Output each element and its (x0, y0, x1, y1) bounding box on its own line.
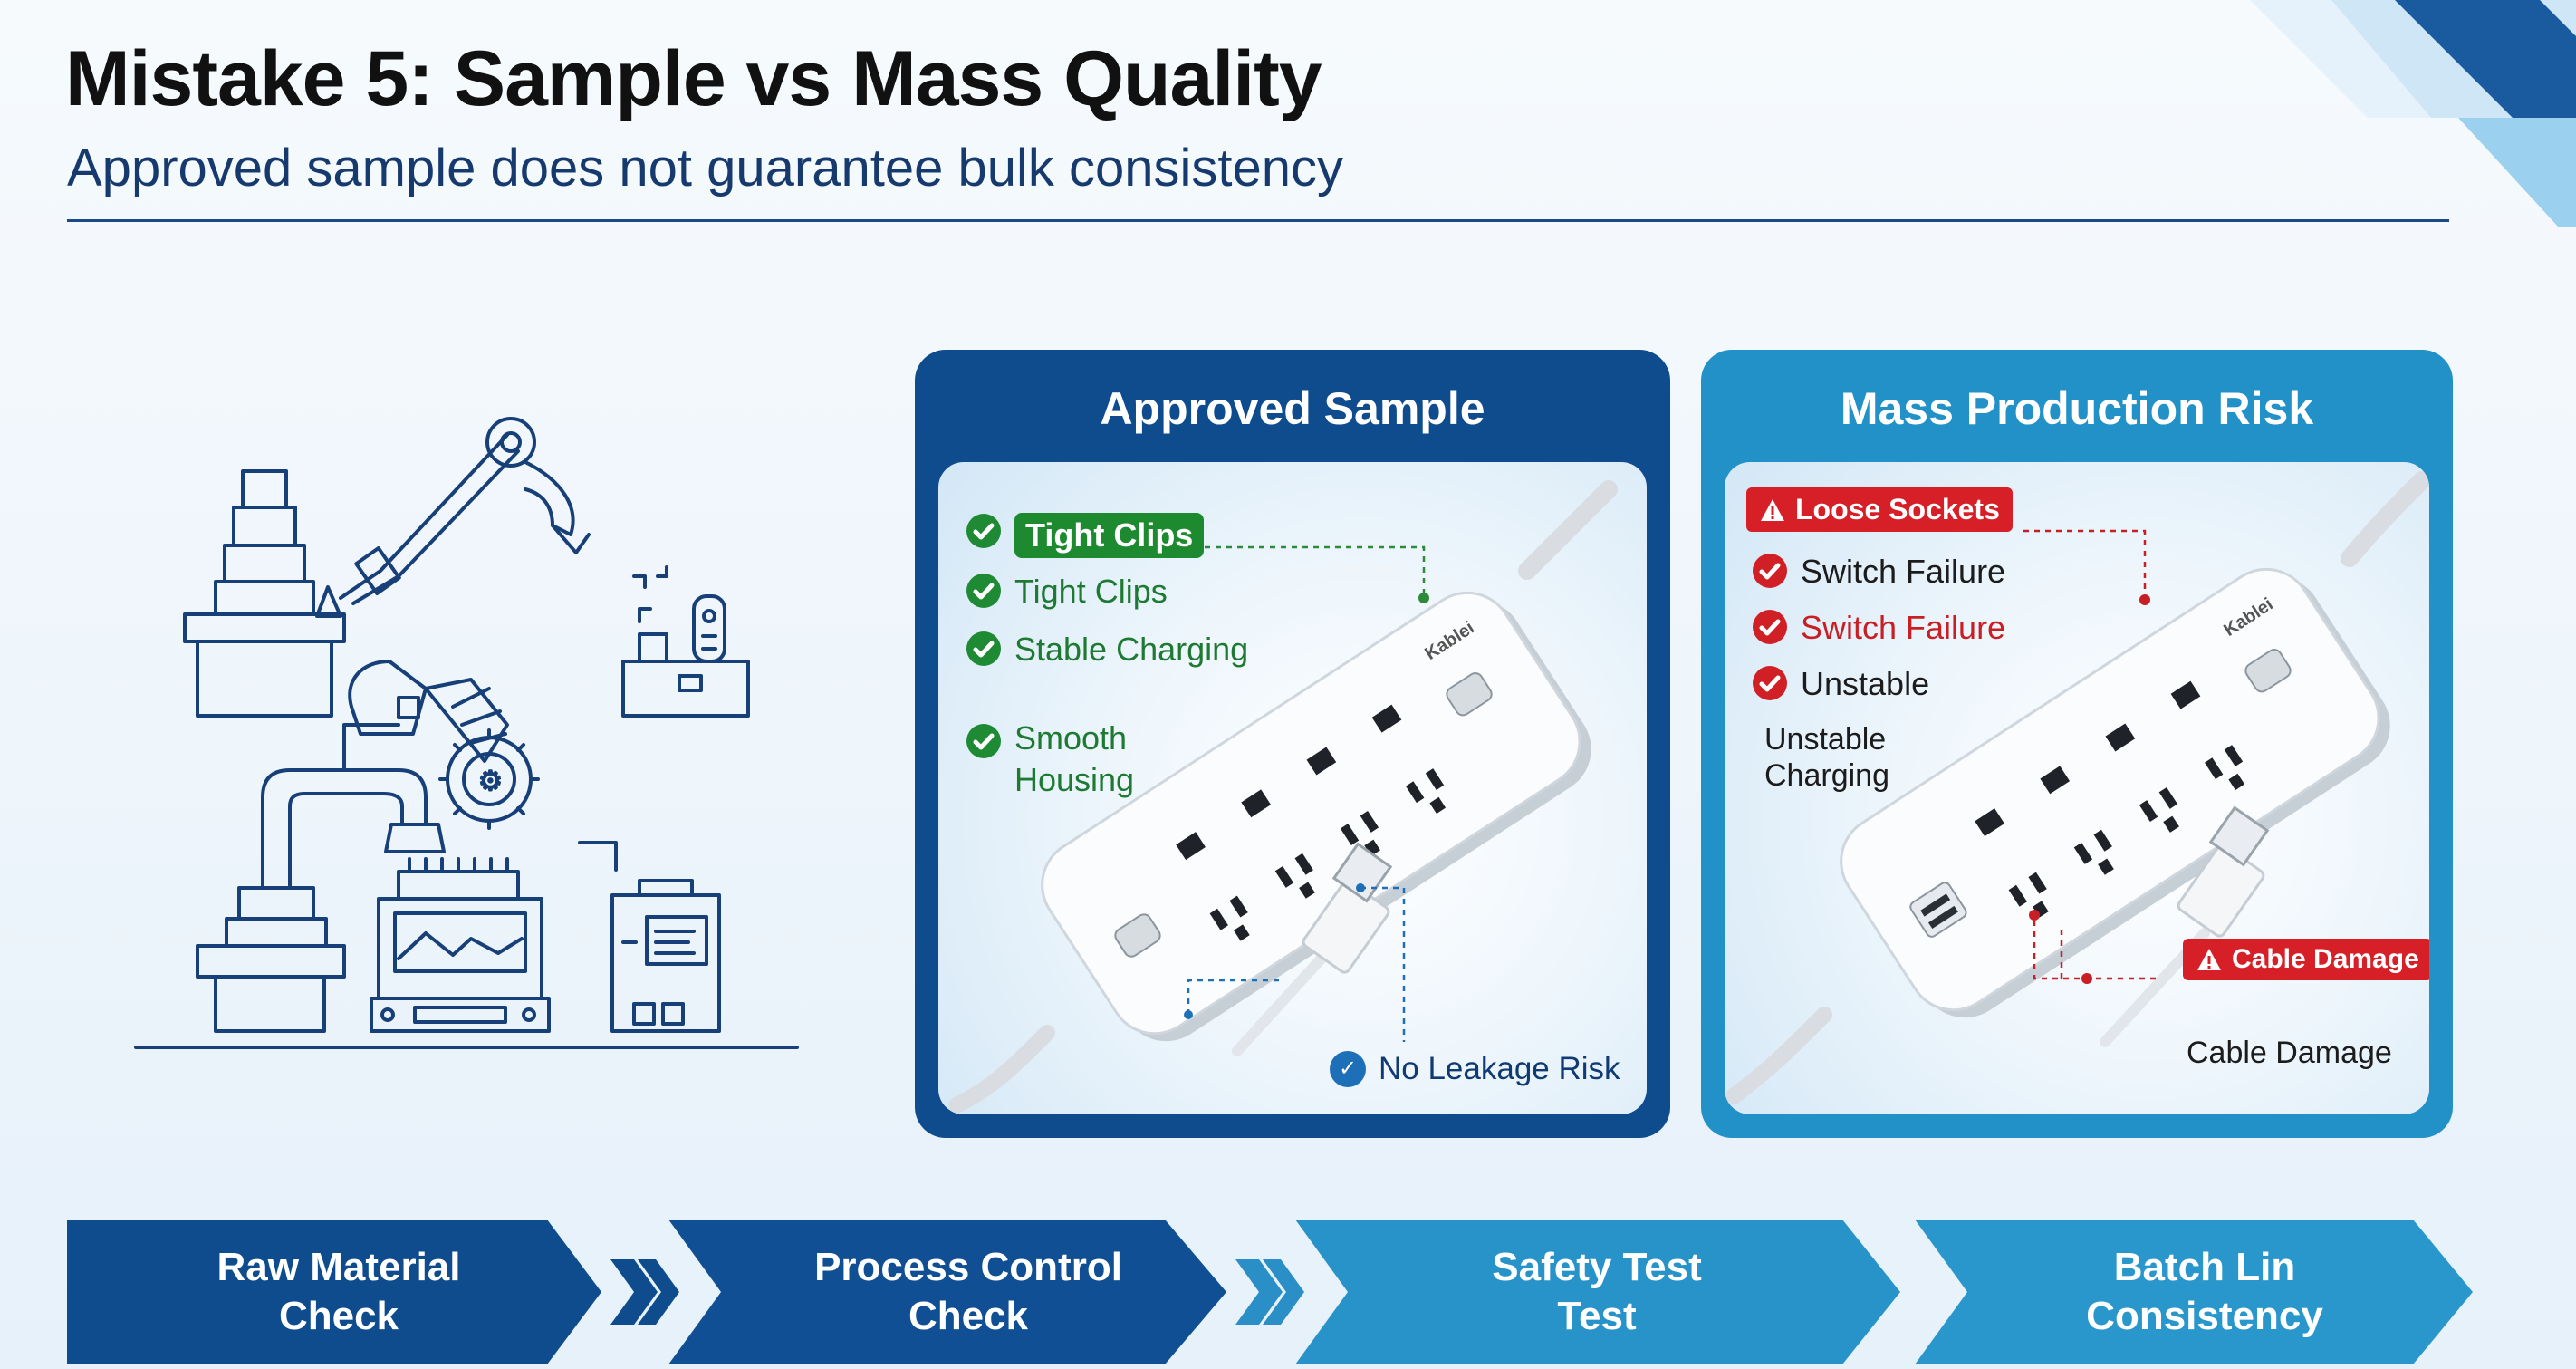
control-cabinet-icon (610, 879, 721, 1033)
step-raw-material-check: Raw Material Check (94, 1220, 583, 1364)
mass-production-risk-panel: Kablei Loose Sockets Switch Failure Swit (1725, 462, 2429, 1114)
step-label: Safety Test Test (1492, 1245, 1702, 1338)
machine-base-icon (196, 886, 346, 1033)
cable-damage-note: Cable Damage (2187, 1036, 2392, 1070)
quality-process-flow: Raw Material Check Process Control Check… (67, 1220, 2473, 1364)
gear-icon: ⚙ (438, 728, 540, 830)
feature-smooth-housing: Smooth Housing (966, 719, 1134, 801)
no-leakage-callout: ✓ No Leakage Risk (1330, 1051, 1620, 1087)
warning-icon (1761, 498, 1784, 521)
step-batch-consistency: Batch Lin Consistency (1960, 1220, 2449, 1364)
no-leakage-label: No Leakage Risk (1379, 1051, 1620, 1086)
check-icon (1753, 666, 1787, 700)
feature-tight-clips-highlight: Tight Clips (966, 513, 1205, 558)
cable-damage-tag-label: Cable Damage (2232, 944, 2419, 974)
issue-unstable: Unstable (1752, 665, 1929, 703)
feature-tight-clips: Tight Clips (966, 573, 1168, 611)
shield-icon: ✓ (1330, 1051, 1366, 1087)
cable-damage-tag: Cable Damage (2183, 939, 2429, 980)
feature-label: Smooth Housing (1014, 719, 1135, 798)
check-icon (1753, 554, 1787, 588)
approved-sample-card: Approved Sample Kablei (915, 350, 1670, 1138)
check-icon (1753, 610, 1787, 644)
check-icon (966, 631, 1001, 666)
step-process-control-check: Process Control Check (719, 1220, 1217, 1364)
check-icon (966, 574, 1001, 608)
factory-illustration: ⚙ (134, 417, 799, 1049)
step-label: Process Control Check (814, 1245, 1122, 1338)
loose-sockets-tag: Loose Sockets (1746, 487, 2013, 532)
usb-plug-icon (2100, 805, 2270, 1047)
mass-production-risk-card: Mass Production Risk Kablei (1701, 350, 2453, 1138)
chimney-icon (183, 469, 346, 718)
chevron-arrow-1 (610, 1259, 679, 1325)
issue-switch-failure-red: Switch Failure (1752, 609, 2005, 647)
monitor-machine-icon (370, 857, 551, 1033)
small-machine-icon (621, 565, 750, 718)
usb-plug-icon (1232, 842, 1393, 1056)
chevron-arrow-2 (1235, 1259, 1304, 1325)
header-divider (67, 219, 2449, 222)
check-icon (966, 724, 1001, 758)
power-strip-risk: Kablei (1725, 471, 2429, 1104)
feature-label: Tight Clips (1014, 513, 1205, 558)
loose-sockets-label: Loose Sockets (1795, 493, 2000, 525)
process-shapes (67, 1220, 2473, 1364)
pipe-icon (261, 723, 618, 890)
unstable-charging-note: Unstable Charging (1764, 722, 1889, 793)
page-title: Mistake 5: Sample vs Mass Quality (65, 35, 1322, 122)
power-strip-approved: Kablei (948, 480, 1618, 1114)
step-safety-test: Safety Test Test (1348, 1220, 1846, 1364)
mass-production-risk-heading: Mass Production Risk (1840, 383, 2314, 434)
issue-switch-failure: Switch Failure (1752, 553, 2005, 591)
corner-decoration (2250, 0, 2576, 227)
feature-stable-charging: Stable Charging (966, 631, 1248, 669)
gripper-arm-icon (348, 660, 509, 763)
feature-label: Stable Charging (1014, 631, 1249, 668)
warning-icon (2197, 949, 2221, 970)
issue-label: Switch Failure (1801, 553, 2006, 590)
check-icon (966, 514, 1001, 548)
robot-arm-icon (315, 417, 591, 618)
svg-text:⚙: ⚙ (478, 766, 503, 796)
issue-label: Unstable (1801, 665, 1930, 702)
step-label: Raw Material Check (216, 1245, 461, 1338)
feature-label: Tight Clips (1014, 573, 1168, 610)
page-subtitle: Approved sample does not guarantee bulk … (67, 139, 1343, 198)
step-label: Batch Lin Consistency (2086, 1245, 2323, 1338)
approved-sample-panel: Kablei Tight Clips Tight Clips Stable Ch (938, 462, 1647, 1114)
approved-sample-heading: Approved Sample (1100, 383, 1485, 434)
issue-label: Switch Failure (1801, 609, 2006, 646)
